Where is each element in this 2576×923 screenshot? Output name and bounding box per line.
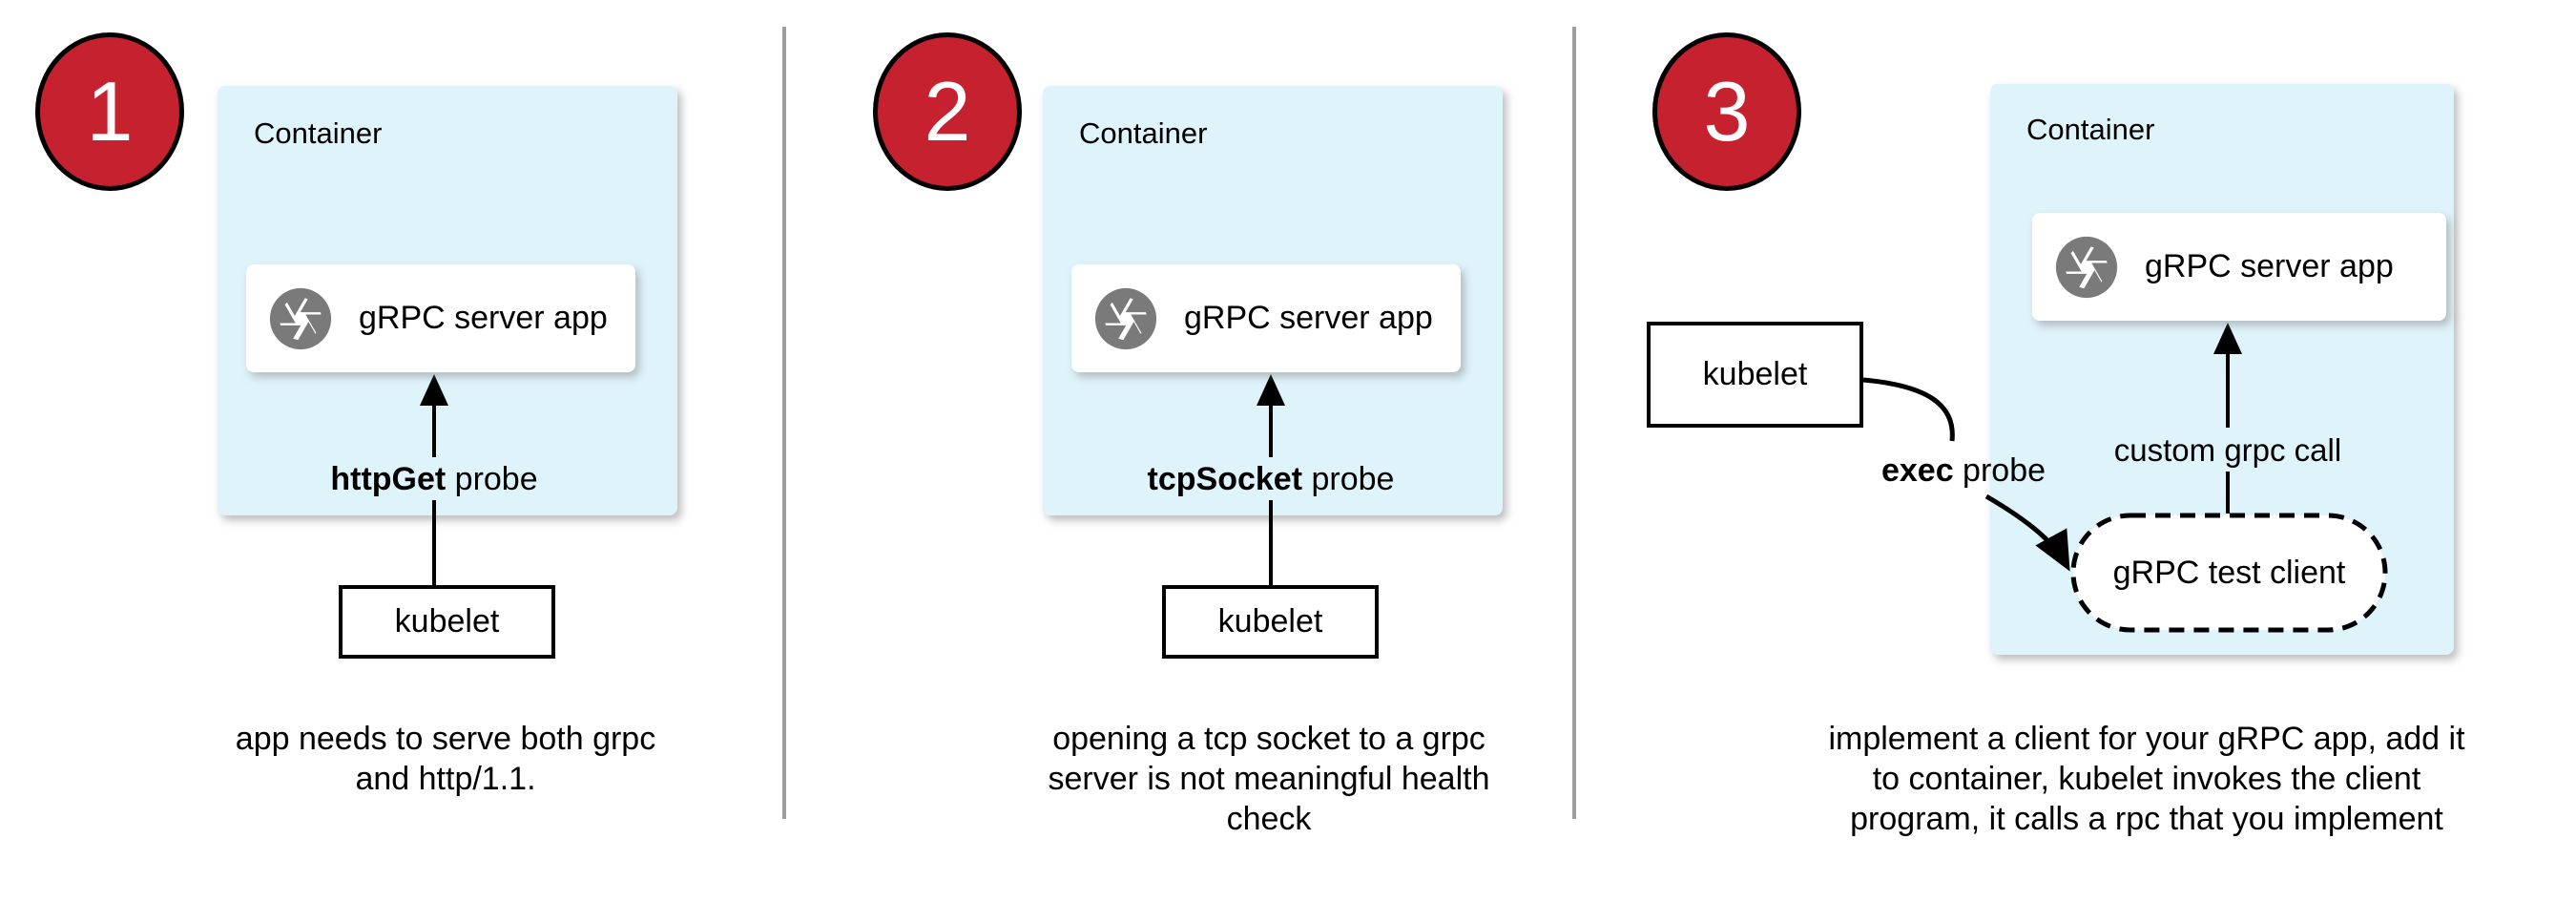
grpc-server-app-box-2: gRPC server app	[1071, 264, 1461, 372]
step-number: 1	[86, 64, 134, 158]
grpc-server-app-label: gRPC server app	[2145, 248, 2394, 284]
grpc-server-app-box-3: gRPC server app	[2032, 213, 2446, 321]
step-badge-2: 2	[873, 32, 1022, 191]
probe-label-httpget: httpGet probe	[267, 461, 601, 498]
probe-label-exec: exec probe	[1797, 452, 2130, 490]
grpc-test-client-label: gRPC test client	[2112, 554, 2346, 591]
probe-word: probe	[1953, 452, 2046, 489]
caption-3: implement a client for your gRPC app, ad…	[1828, 721, 2465, 837]
kubelet-box-1: kubelet	[339, 585, 555, 659]
probe-type: tcpSocket	[1147, 461, 1303, 497]
custom-grpc-call-label: custom grpc call	[2113, 432, 2342, 468]
step-number: 3	[1703, 64, 1751, 158]
aperture-icon	[2055, 236, 2118, 298]
kubelet-label: kubelet	[394, 603, 500, 640]
kubelet-label: kubelet	[1217, 603, 1323, 640]
aperture-icon	[269, 287, 332, 349]
grpc-server-app-box-1: gRPC server app	[246, 264, 635, 372]
probe-word: probe	[446, 461, 538, 497]
aperture-icon	[1094, 287, 1157, 349]
container-label-3: Container	[2026, 113, 2155, 146]
probe-label-tcpsocket: tcpSocket probe	[1104, 461, 1438, 498]
caption-2: opening a tcp socket to a grpc server is…	[1048, 721, 1490, 837]
kubelet-box-2: kubelet	[1162, 585, 1379, 659]
grpc-server-app-label: gRPC server app	[1184, 300, 1433, 336]
caption-1: app needs to serve both grpc and http/1.…	[235, 721, 656, 797]
panel-divider-1	[782, 27, 786, 819]
step-number: 2	[924, 64, 971, 158]
step-badge-3: 3	[1652, 32, 1801, 191]
grpc-server-app-label: gRPC server app	[359, 300, 608, 336]
container-label-2: Container	[1079, 116, 1208, 150]
kubelet-box-3: kubelet	[1647, 322, 1863, 428]
probe-word: probe	[1302, 461, 1395, 497]
exec-probe-curve-upper	[1862, 377, 1955, 442]
panel-divider-2	[1572, 27, 1576, 819]
container-label-1: Container	[254, 116, 383, 150]
step-badge-1: 1	[35, 32, 184, 191]
probe-type: httpGet	[330, 461, 447, 497]
probe-type: exec	[1880, 452, 1954, 489]
kubelet-label: kubelet	[1702, 356, 1808, 392]
